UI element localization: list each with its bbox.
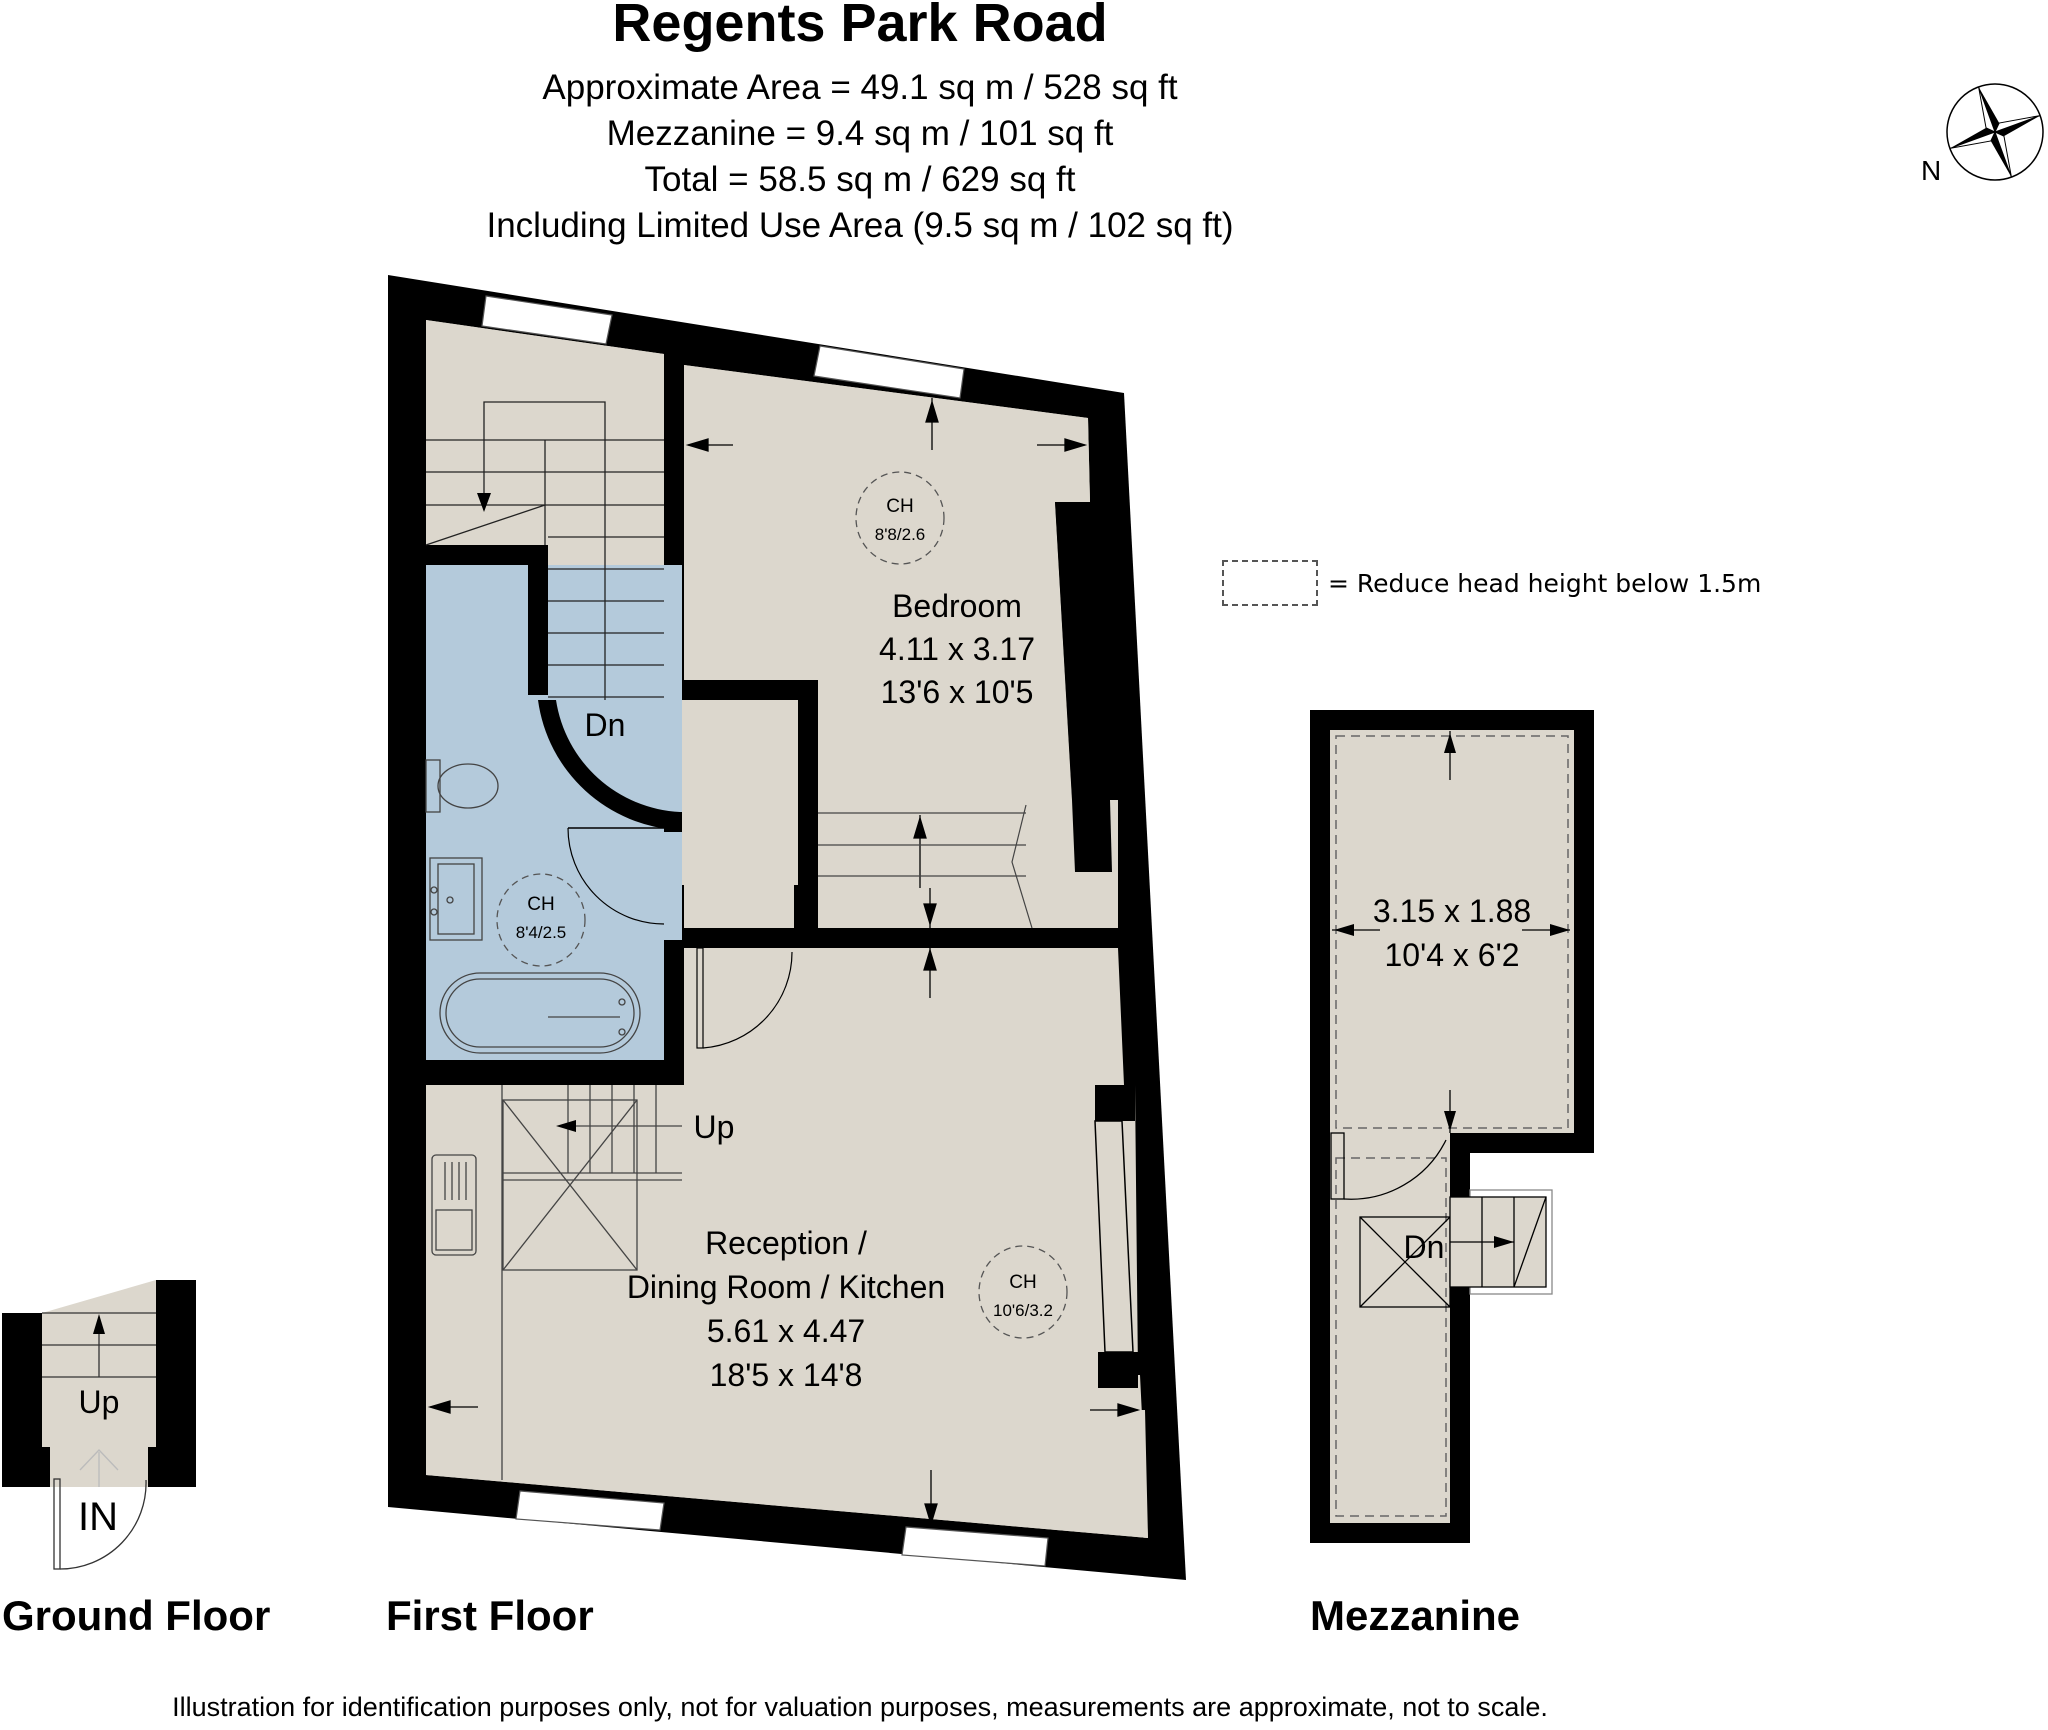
mezzanine-area: Mezzanine = 9.4 sq m / 101 sq ft xyxy=(606,114,1114,153)
bedroom-ch-value: 8'8/2.6 xyxy=(875,525,926,544)
first-floor-label: First Floor xyxy=(386,1592,594,1639)
legend: = Reduce head height below 1.5m xyxy=(1222,560,1761,606)
bathroom-ch-value: 8'4/2.5 xyxy=(516,923,567,942)
bedroom-metric: 4.11 x 3.17 xyxy=(879,631,1035,667)
limited-use-area: Including Limited Use Area (9.5 sq m / 1… xyxy=(486,206,1234,245)
reception-ch-label: CH xyxy=(1009,1272,1036,1293)
bedroom-imperial: 13'6 x 10'5 xyxy=(881,674,1034,710)
first-floor-stair-down-label: Dn xyxy=(585,707,626,743)
disclaimer: Illustration for identification purposes… xyxy=(172,1692,1548,1722)
reception-name-line1: Reception / xyxy=(705,1225,867,1261)
ground-floor-stair-up-label: Up xyxy=(79,1384,120,1420)
legend-text: = Reduce head height below 1.5m xyxy=(1328,568,1762,598)
mezzanine-imperial: 10'4 x 6'2 xyxy=(1385,937,1520,973)
bedroom-ch-label: CH xyxy=(886,496,913,517)
total-area: Total = 58.5 sq m / 629 sq ft xyxy=(644,160,1076,199)
ground-floor-label: Ground Floor xyxy=(2,1592,271,1639)
legend-dashed-box-icon xyxy=(1222,560,1318,606)
approximate-area: Approximate Area = 49.1 sq m / 528 sq ft xyxy=(542,68,1178,107)
mezzanine-metric: 3.15 x 1.88 xyxy=(1373,893,1531,929)
bathroom-ch-label: CH xyxy=(527,894,554,915)
reception-metric: 5.61 x 4.47 xyxy=(707,1313,865,1349)
mezzanine-plan xyxy=(1310,710,1594,1543)
first-floor-stair-up-label: Up xyxy=(694,1109,735,1145)
bedroom-name: Bedroom xyxy=(892,588,1022,624)
entrance-label: IN xyxy=(78,1495,118,1539)
reception-ch-value: 10'6/3.2 xyxy=(993,1301,1053,1320)
mezzanine-stair-down-label: Dn xyxy=(1404,1229,1445,1265)
compass-rose-icon: N xyxy=(1915,80,2045,195)
compass-north-label: N xyxy=(1921,155,1941,186)
ground-floor-plan xyxy=(2,1280,196,1570)
reception-imperial: 18'5 x 14'8 xyxy=(710,1357,863,1393)
first-floor-plan xyxy=(388,275,1186,1580)
mezzanine-label: Mezzanine xyxy=(1310,1592,1521,1639)
plan-title: Regents Park Road xyxy=(612,0,1108,53)
reception-name-line2: Dining Room / Kitchen xyxy=(627,1269,945,1305)
